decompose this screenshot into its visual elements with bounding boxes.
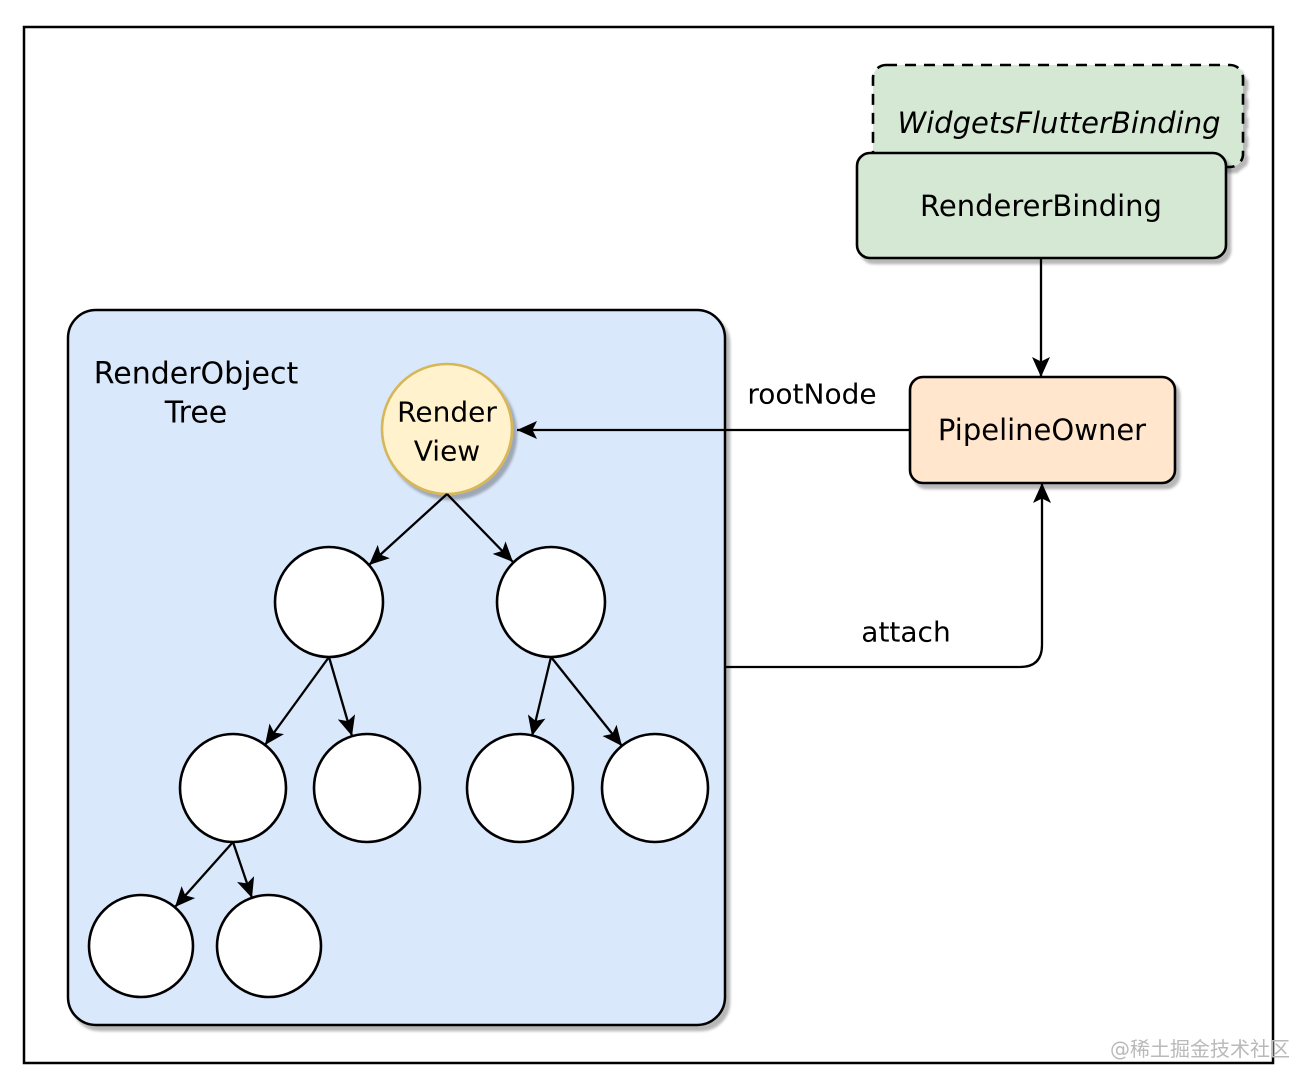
tree-node-l4-1 — [87, 893, 195, 999]
watermark-text: @稀土掘金技术社区 — [1110, 1037, 1290, 1061]
widgets-flutter-binding-label: WidgetsFlutterBinding — [897, 106, 1220, 140]
render-view-node — [380, 362, 514, 496]
pipeline-owner-label: PipelineOwner — [938, 413, 1146, 447]
tree-edge-l3-1-l4-1 — [174, 841, 234, 908]
tree-title-line1: RenderObject — [94, 357, 299, 392]
tree-node-l3-4 — [600, 732, 710, 844]
tree-edge-l2right-l3-3 — [527, 656, 553, 737]
rootnode-edge-label: rootNode — [747, 378, 876, 411]
tree-node-l3-2 — [312, 732, 422, 844]
tree-node-l4-2 — [215, 893, 323, 999]
tree-edge-l2right-l3-4 — [550, 656, 623, 747]
outer-frame — [22, 25, 1275, 1065]
renderer-binding-label: RendererBinding — [920, 189, 1162, 223]
tree-edge-l3-1-l4-2 — [231, 841, 255, 899]
tree-edge-l2left-l3-2 — [327, 656, 356, 737]
pipeline-owner-box — [908, 375, 1177, 485]
tree-node-l2-left — [273, 545, 385, 659]
tree-edge-root-l2left — [368, 493, 448, 566]
render-view-label-line1: Render — [397, 396, 497, 429]
tree-node-l3-1 — [178, 732, 288, 844]
tree-title-line2: Tree — [164, 396, 228, 431]
render-view-label-line2: View — [414, 435, 480, 468]
attach-edge-label: attach — [861, 616, 950, 649]
tree-edge-l2left-l3-1 — [264, 656, 330, 746]
attach-edge-arrow — [725, 483, 1051, 669]
tree-edge-root-l2right — [446, 493, 514, 563]
tree-node-l2-right — [495, 545, 607, 659]
tree-node-l3-3 — [465, 732, 575, 844]
